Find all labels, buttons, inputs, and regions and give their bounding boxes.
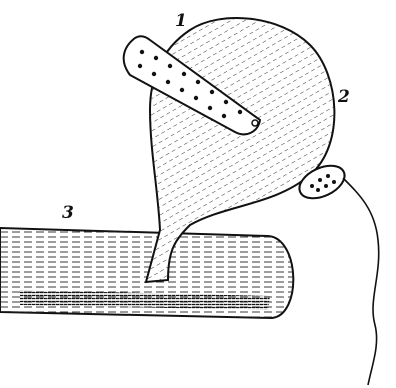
wire	[343, 178, 379, 385]
label-1: 1	[175, 11, 187, 31]
label-2: 2	[337, 87, 350, 107]
cylindrical-rod	[0, 228, 293, 318]
label-3: 3	[62, 203, 74, 223]
